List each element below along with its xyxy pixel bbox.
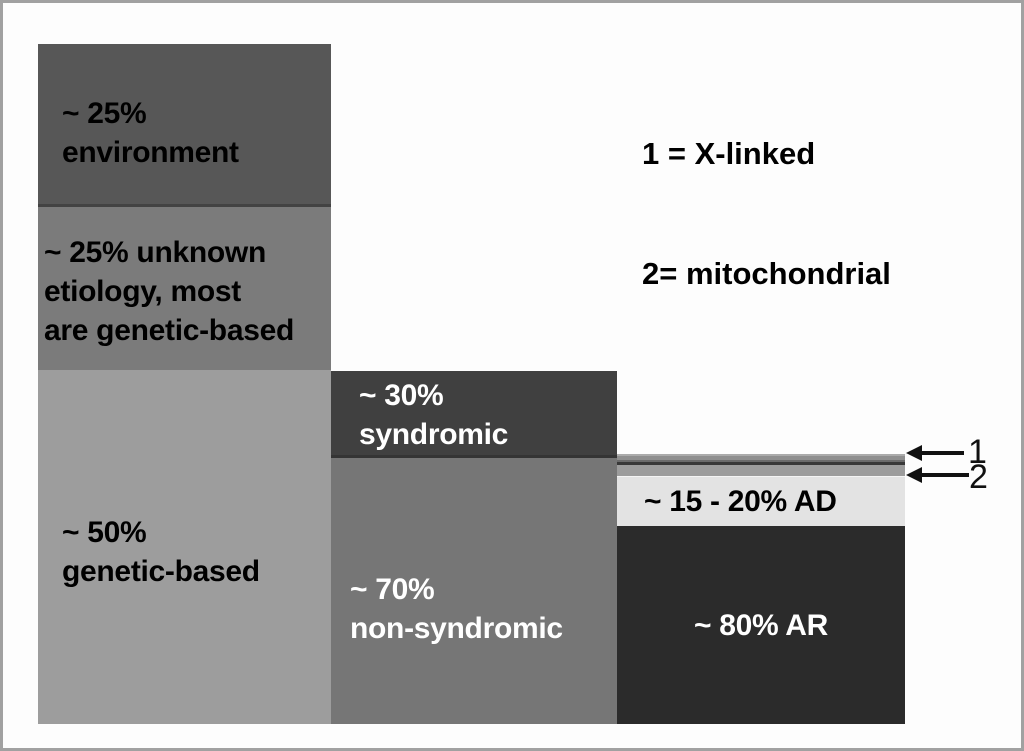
segment-genetic-based: ~ 50% genetic-based: [38, 370, 331, 724]
segment-autosomal-recessive-label: ~ 80% AR: [693, 608, 829, 642]
arrow-1-x-linked: [906, 445, 964, 461]
arrow-left-icon: [906, 467, 922, 483]
arrow-2-mitochondrial: [906, 467, 969, 483]
legend-entry-x-linked: 1 = X-linked: [642, 136, 816, 171]
segment-autosomal-recessive: ~ 80% AR: [617, 526, 905, 724]
strip-mitochondrial: [617, 465, 905, 476]
bar-overall-etiology: ~ 25% environment ~ 25% unknown etiology…: [38, 44, 331, 724]
segment-syndromic: ~ 30% syndromic: [331, 371, 617, 458]
strip-x-linked: [617, 454, 905, 462]
segment-unknown-etiology: ~ 25% unknown etiology, most are genetic…: [38, 207, 331, 370]
arrow-2-label: 2: [969, 458, 988, 496]
segment-environment-label: ~ 25% environment: [62, 96, 239, 169]
arrow-1-label: 1: [968, 433, 987, 471]
segment-genetic-based-label: ~ 50% genetic-based: [62, 516, 260, 588]
segment-autosomal-dominant-label: ~ 15 - 20% AD: [644, 484, 837, 518]
legend: 1 = X-linked 2= mitochondrial: [642, 54, 891, 374]
arrow-shaft: [922, 451, 964, 455]
bar-non-syndromic-breakdown: ~ 15 - 20% AD ~ 80% AR: [617, 454, 905, 724]
bar-genetic-breakdown: ~ 30% syndromic ~ 70% non-syndromic: [331, 371, 617, 724]
arrow-shaft: [922, 473, 969, 477]
segment-environment: ~ 25% environment: [38, 44, 331, 207]
segment-non-syndromic: ~ 70% non-syndromic: [331, 458, 617, 724]
strip-divider: [617, 462, 905, 465]
segment-unknown-etiology-label: ~ 25% unknown etiology, most are genetic…: [44, 236, 295, 347]
segment-syndromic-label: ~ 30% syndromic: [359, 378, 509, 451]
segment-autosomal-dominant: ~ 15 - 20% AD: [617, 476, 905, 526]
arrow-left-icon: [906, 445, 922, 461]
legend-entry-mitochondrial: 2= mitochondrial: [642, 256, 891, 291]
segment-non-syndromic-label: ~ 70% non-syndromic: [350, 573, 563, 645]
